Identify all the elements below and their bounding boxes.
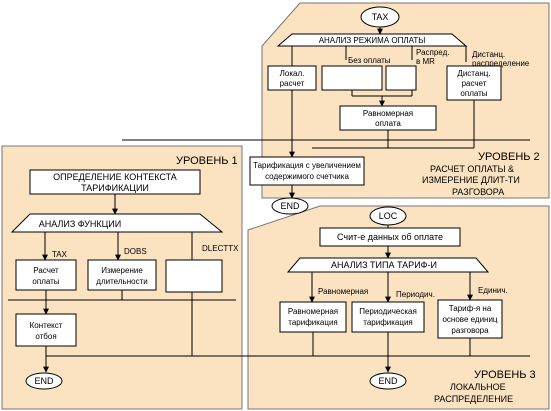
level3-title: УРОВЕНЬ 3 xyxy=(474,369,536,381)
svg-text:расчет: расчет xyxy=(280,79,305,88)
svg-text:Расчет: Расчет xyxy=(33,266,59,275)
left-analysis-decision xyxy=(10,213,224,233)
svg-text:Контекст: Контекст xyxy=(30,321,63,330)
box-uniform-pay xyxy=(339,105,437,131)
svg-text:Равномерная: Равномерная xyxy=(288,307,338,316)
top-end-node xyxy=(271,197,309,215)
branch-periodic: Периодич. xyxy=(396,290,435,299)
svg-text:отбоя: отбоя xyxy=(35,332,56,341)
box-dlecttx xyxy=(165,259,223,293)
box-uniform-tariff xyxy=(279,301,347,333)
svg-text:Дистанц.: Дистанц. xyxy=(457,69,490,78)
branch-uniform: Равномерная xyxy=(318,287,368,296)
level2-desc-1: РАСЧЕТ ОПЛАТЫ & xyxy=(430,164,514,174)
svg-text:END: END xyxy=(378,376,398,386)
svg-text:расчет: расчет xyxy=(462,79,487,88)
box-measure xyxy=(87,259,157,291)
box-tariffication xyxy=(249,156,365,186)
box-no-pay xyxy=(321,65,383,91)
right-end-node xyxy=(369,372,407,390)
branch-unit: Единич. xyxy=(478,286,508,295)
svg-text:Равномерная: Равномерная xyxy=(363,109,413,118)
box-calc xyxy=(15,259,77,291)
svg-text:END: END xyxy=(34,376,54,386)
branch-dobs: DOBS xyxy=(124,247,147,256)
box-distrib-mr xyxy=(385,65,417,91)
box-read-data xyxy=(319,227,461,247)
svg-text:тарификация: тарификация xyxy=(363,318,413,327)
svg-text:Тариф-я на: Тариф-я на xyxy=(449,304,492,313)
svg-text:оплата: оплата xyxy=(375,119,401,128)
svg-text:тарификация: тарификация xyxy=(288,318,338,327)
tax-node-label: TAX xyxy=(372,12,389,22)
svg-text:Тарификация с увеличением: Тарификация с увеличением xyxy=(253,161,361,170)
svg-text:END: END xyxy=(280,201,300,211)
svg-text:основе единиц: основе единиц xyxy=(442,315,497,324)
svg-text:Локал.: Локал. xyxy=(280,69,305,78)
left-analysis-label: АНАЛИЗ ФУНКЦИИ xyxy=(39,219,122,229)
level1-title: УРОВЕНЬ 1 xyxy=(176,155,238,167)
box-periodic-tariff xyxy=(351,301,425,333)
box-context xyxy=(29,169,201,195)
svg-text:разговора: разговора xyxy=(451,326,489,335)
level2-desc-2: ИЗМЕРЕНИЕ ДЛИТ-ТИ xyxy=(422,175,520,185)
svg-text:ТАРИФИКАЦИИ: ТАРИФИКАЦИИ xyxy=(81,183,149,193)
svg-text:Измерение: Измерение xyxy=(101,266,143,275)
svg-text:оплаты: оплаты xyxy=(32,277,59,286)
svg-text:длительности: длительности xyxy=(96,277,147,286)
branch-distrib-mr-1: Распред. xyxy=(416,48,449,57)
svg-text:содержимого счетчика: содержимого счетчика xyxy=(265,172,349,181)
svg-text:Периодическая: Периодическая xyxy=(359,307,417,316)
branch-tax: TAX xyxy=(52,250,68,259)
level3-desc-2: РАСПРЕДЕЛЕНИЕ xyxy=(434,394,513,404)
svg-text:оплаты: оплаты xyxy=(460,89,487,98)
branch-no-pay: Без оплаты xyxy=(348,56,391,65)
branch-distanc-1: Дистанц. xyxy=(472,50,505,59)
right-analysis-label: АНАЛИЗ ТИПА ТАРИФ-И xyxy=(331,260,437,270)
level3-desc-1: ЛОКАЛЬНОЕ xyxy=(450,382,506,392)
right-analysis-decision xyxy=(286,257,490,273)
branch-distanc-2: распределение xyxy=(472,59,530,68)
svg-text:ОПРЕДЕЛЕНИЕ КОНТЕКСТА: ОПРЕДЕЛЕНИЕ КОНТЕКСТА xyxy=(53,172,177,182)
top-analysis-label: АНАЛИЗ РЕЖИМА ОПЛАТЫ xyxy=(319,36,426,45)
box-distanc xyxy=(446,65,502,101)
level2-title: УРОВЕНЬ 2 xyxy=(478,151,540,163)
box-disconnect-context xyxy=(15,313,77,347)
level2-panel xyxy=(261,2,550,199)
level2-desc-3: РАЗГОВОРА xyxy=(452,187,504,197)
svg-text:LOC: LOC xyxy=(379,211,398,221)
svg-text:Счит-е данных об оплате: Счит-е данных об оплате xyxy=(337,232,443,242)
branch-dlecttx: DLECTTX xyxy=(202,244,239,253)
branch-distrib-mr-2: в MR xyxy=(416,57,435,66)
left-end-node xyxy=(25,372,63,390)
